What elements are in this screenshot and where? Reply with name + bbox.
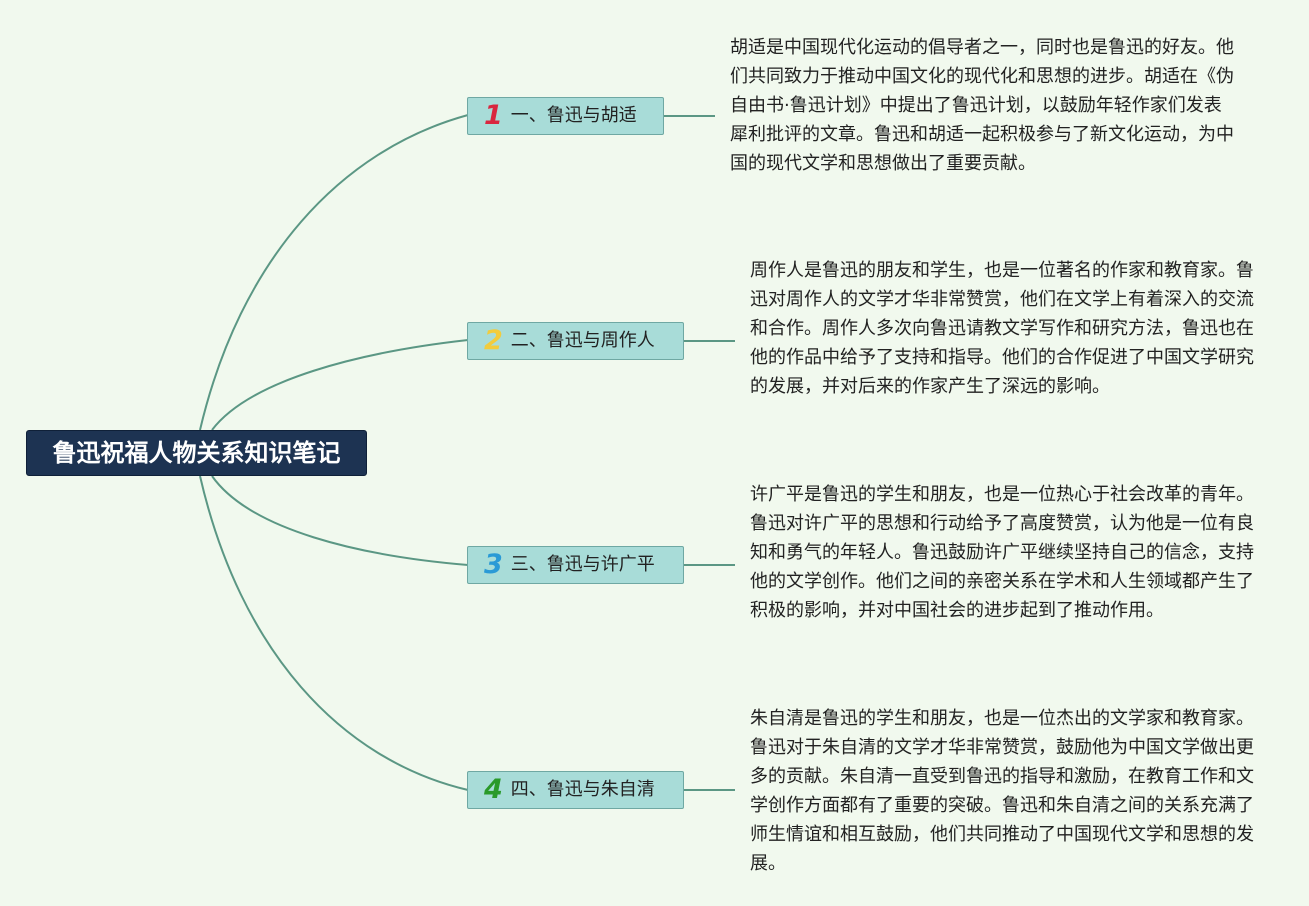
connector-root-branch-1	[199, 114, 469, 431]
note-branch-3[interactable]: 许广平是鲁迅的学生和朋友，也是一位热心于社会改革的青年。鲁迅对许广平的思想和行动…	[750, 484, 1254, 621]
branch-topic-2[interactable]: 2 二、鲁迅与周作人	[467, 322, 684, 360]
branch-topic-4[interactable]: 4 四、鲁迅与朱自清	[467, 771, 684, 809]
number-4-icon: 4	[484, 774, 503, 805]
number-2-icon: 2	[484, 325, 503, 356]
number-1-icon: 1	[484, 100, 503, 131]
connector-root-branch-4	[199, 475, 469, 791]
branch-topic-1[interactable]: 1 一、鲁迅与胡适	[467, 97, 664, 135]
note-branch-2[interactable]: 周作人是鲁迅的朋友和学生，也是一位著名的作家和教育家。鲁迅对周作人的文学才华非常…	[750, 260, 1254, 397]
note-branch-4[interactable]: 朱自清是鲁迅的学生和朋友，也是一位杰出的文学家和教育家。鲁迅对于朱自清的文学才华…	[750, 708, 1254, 874]
branch-topic-3[interactable]: 3 三、鲁迅与许广平	[467, 546, 684, 584]
note-branch-1[interactable]: 胡适是中国现代化运动的倡导者之一，同时也是鲁迅的好友。他们共同致力于推动中国文化…	[730, 37, 1234, 174]
number-3-icon: 3	[484, 549, 503, 580]
root-topic[interactable]: 鲁迅祝福人物关系知识笔记	[26, 430, 367, 476]
connector-root-branch-2	[211, 339, 469, 431]
connector-root-branch-3	[211, 475, 469, 566]
branch-label: 二、鲁迅与周作人	[510, 330, 655, 351]
branch-label: 四、鲁迅与朱自清	[510, 779, 655, 800]
branch-label: 三、鲁迅与许广平	[510, 554, 655, 575]
branch-label: 一、鲁迅与胡适	[510, 105, 637, 126]
